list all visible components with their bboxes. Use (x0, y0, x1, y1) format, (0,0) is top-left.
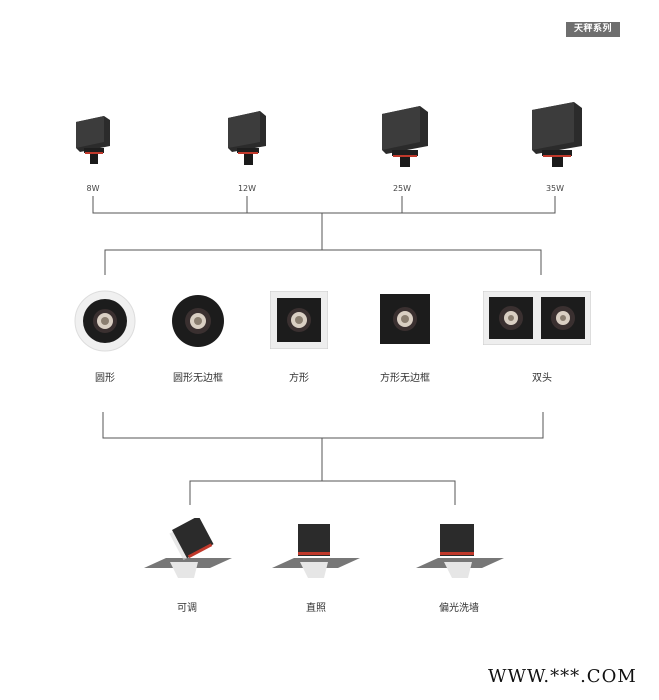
adjustable-fixture-icon (144, 515, 232, 578)
round-trim-icon (74, 290, 136, 352)
double-head-trim-icon (482, 290, 592, 346)
module-25w (376, 104, 434, 170)
module-12w (222, 108, 274, 168)
spotlight-module-icon (228, 111, 266, 165)
fixture-wallwash (412, 520, 508, 582)
fixture-direct (268, 520, 364, 582)
series-badge: 天秤系列 (566, 22, 620, 37)
round-frameless-trim-icon (172, 295, 224, 347)
style-label-square-frameless: 方形无边框 (380, 373, 430, 384)
style-label-round: 圆形 (95, 373, 115, 384)
function-label-direct: 直照 (306, 603, 326, 614)
trim-square-frameless (380, 294, 430, 344)
square-frameless-trim-icon (380, 294, 430, 344)
fixture-adjustable (140, 515, 236, 582)
spotlight-module-icon (382, 106, 428, 167)
trim-square (269, 290, 329, 350)
module-35w (526, 100, 588, 170)
function-label-wallwash: 偏光洗墙 (439, 603, 479, 614)
style-label-square: 方形 (289, 373, 309, 384)
style-label-round-frameless: 圆形无边框 (173, 373, 223, 384)
module-8w (70, 112, 118, 168)
square-trim-icon (269, 290, 329, 350)
direct-fixture-icon (272, 524, 360, 578)
trim-round-frameless (171, 294, 225, 348)
wattage-label-25w: 25W (392, 184, 412, 193)
spotlight-module-icon (532, 102, 582, 167)
wattage-label-35w: 35W (545, 184, 565, 193)
spotlight-module-icon (76, 116, 110, 164)
wattage-label-8w: 8W (86, 184, 100, 193)
wallwash-fixture-icon (416, 524, 504, 578)
function-label-adjustable: 可调 (177, 603, 197, 614)
trim-round (74, 290, 136, 352)
wattage-label-12w: 12W (237, 184, 257, 193)
style-label-double: 双头 (532, 373, 552, 384)
footer-watermark: WWW.***.COM (488, 666, 637, 687)
trim-double (482, 290, 592, 346)
